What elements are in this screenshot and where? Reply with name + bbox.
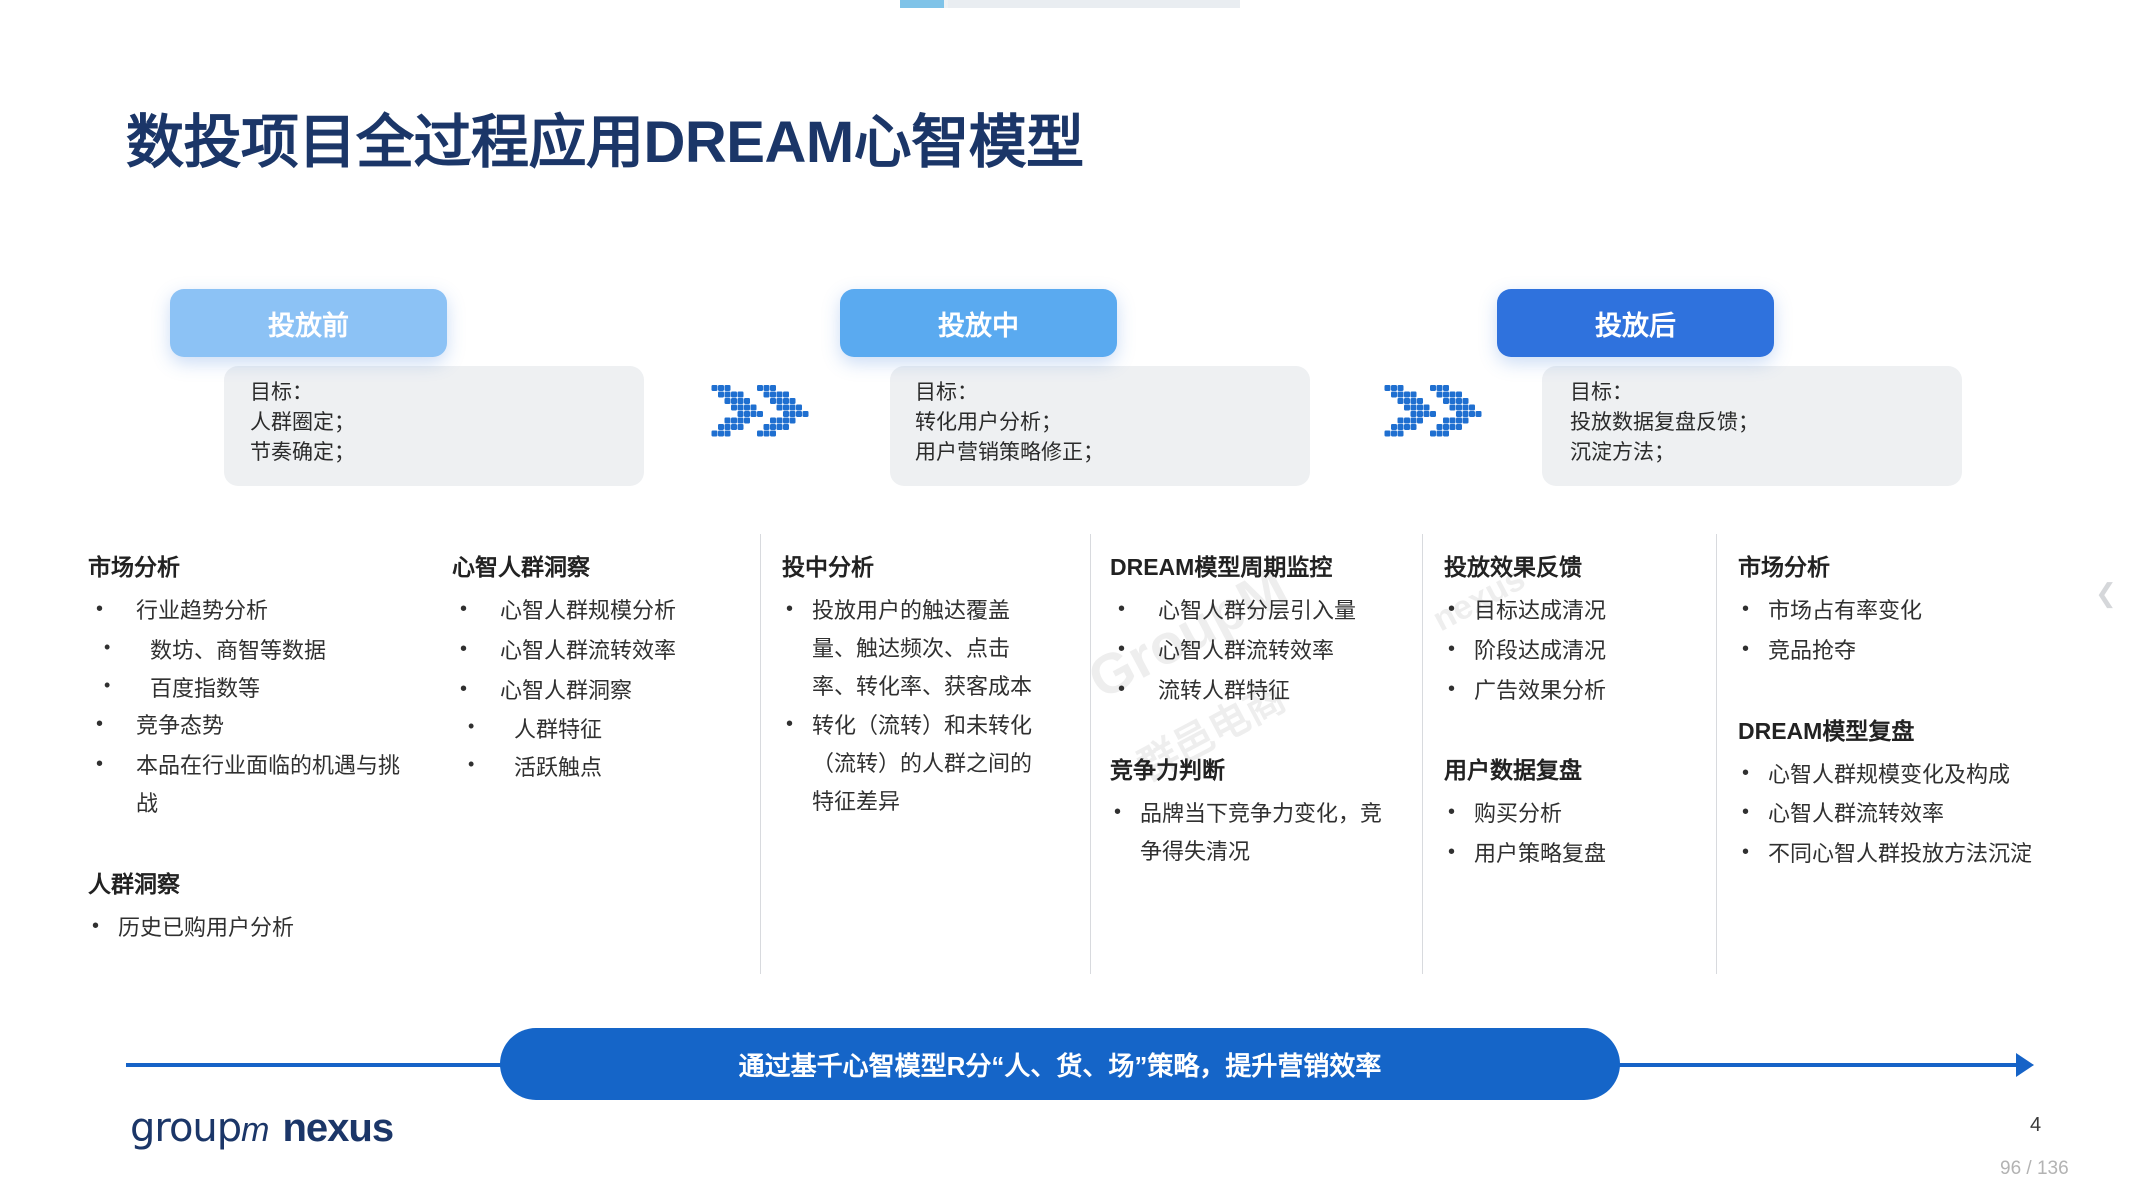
- group-heading: 市场分析: [1738, 554, 1830, 580]
- sub-list-item: 数坊、商智等数据: [88, 632, 418, 670]
- content-column-1: 市场分析行业趋势分析数坊、商智等数据百度指数等竞争态势本品在行业面临的机遇与挑战…: [88, 548, 418, 949]
- stage-goal-during: 目标： 转化用户分析； 用户营销策略修正；: [915, 381, 1104, 464]
- list-item: 不同心智人群投放方法沉淀: [1738, 835, 2058, 873]
- stage-chip-before[interactable]: 投放前: [170, 289, 447, 357]
- bullet-list: 品牌当下竞争力变化，竞争得失清况: [1110, 795, 1400, 871]
- list-item: 行业趋势分析: [88, 592, 418, 630]
- list-item: 本品在行业面临的机遇与挑战: [88, 747, 418, 823]
- summary-banner: 通过基千心智模型R分“人、货、场”策略，提升营销效率: [500, 1028, 1620, 1100]
- group-heading: 人群洞察: [88, 870, 180, 897]
- group-heading: DREAM模型周期监控: [1110, 554, 1333, 580]
- bullet-list: 心智人群规模分析心智人群流转效率心智人群洞察人群特征活跃触点: [452, 592, 732, 787]
- column-divider-2: [1090, 534, 1091, 974]
- content-column-2: 心智人群洞察心智人群规模分析心智人群流转效率心智人群洞察人群特征活跃触点: [452, 548, 732, 787]
- stage-chip-label: 投放前: [268, 310, 349, 341]
- list-item: 投放用户的触达覆盖量、触达频次、点击率、转化率、获客成本: [782, 592, 1052, 705]
- sub-list-item: 活跃触点: [452, 749, 732, 787]
- right-edge-artifact: ❮: [2095, 578, 2117, 608]
- list-item: 品牌当下竞争力变化，竞争得失清况: [1110, 795, 1400, 871]
- list-item: 心智人群规模变化及构成: [1738, 756, 2058, 794]
- content-column-3: 投中分析投放用户的触达覆盖量、触达频次、点击率、转化率、获客成本转化（流转）和未…: [782, 548, 1052, 823]
- content-column-5: 投放效果反馈目标达成清况阶段达成清况广告效果分析用户数据复盘购买分析用户策略复盘: [1444, 548, 1714, 875]
- top-edge-artifact: [900, 0, 1240, 8]
- stage-chip-label: 投放后: [1595, 310, 1676, 341]
- group-heading: 投中分析: [782, 554, 874, 580]
- double-chevron-icon-2: [1384, 385, 1482, 437]
- logo-m-mark: m: [241, 1111, 269, 1149]
- group-heading: 市场分析: [88, 554, 180, 580]
- column-divider-4: [1716, 534, 1717, 974]
- double-chevron-icon-1: [711, 385, 809, 437]
- list-item: 历史已购用户分析: [88, 909, 418, 947]
- logo-groupm-text: group: [130, 1105, 242, 1151]
- stage-chip-label: 投放中: [938, 310, 1019, 341]
- summary-banner-text: 通过基千心智模型R分“人、货、场”策略，提升营销效率: [738, 1050, 1382, 1081]
- bullet-list: 目标达成清况阶段达成清况广告效果分析: [1444, 592, 1714, 709]
- sub-list-item: 人群特征: [452, 711, 732, 749]
- list-item: 竞品抢夺: [1738, 632, 2058, 670]
- column-divider-1: [760, 534, 761, 974]
- column-divider-3: [1422, 534, 1423, 974]
- top-edge-accent: [900, 0, 944, 8]
- list-item: 购买分析: [1444, 795, 1714, 833]
- list-item: 心智人群流转效率: [1738, 795, 2058, 833]
- group-heading: 用户数据复盘: [1444, 757, 1582, 784]
- list-item: 市场占有率变化: [1738, 592, 2058, 630]
- list-item: 阶段达成清况: [1444, 632, 1714, 670]
- stage-chip-after[interactable]: 投放后: [1497, 289, 1774, 357]
- bullet-list: 投放用户的触达覆盖量、触达频次、点击率、转化率、获客成本转化（流转）和未转化（流…: [782, 592, 1052, 821]
- page-counter: 96 / 136: [2000, 1158, 2069, 1179]
- bullet-list: 行业趋势分析数坊、商智等数据百度指数等竞争态势本品在行业面临的机遇与挑战: [88, 592, 418, 823]
- top-edge-bar: [948, 0, 1240, 8]
- list-item: 竞争态势: [88, 707, 418, 745]
- logo-nexus-text: nexus: [282, 1106, 395, 1150]
- bullet-list: 心智人群分层引入量心智人群流转效率流转人群特征: [1110, 592, 1400, 709]
- bullet-list: 市场占有率变化竞品抢夺: [1738, 592, 2058, 670]
- group-heading: 心智人群洞察: [452, 554, 590, 580]
- bullet-list: 历史已购用户分析: [88, 909, 418, 947]
- stage-chip-during[interactable]: 投放中: [840, 289, 1117, 357]
- bullet-list: 购买分析用户策略复盘: [1444, 795, 1714, 873]
- list-item: 心智人群洞察: [452, 672, 732, 710]
- list-item: 心智人群流转效率: [452, 632, 732, 670]
- sub-list-item: 百度指数等: [88, 670, 418, 708]
- stage-panel-3: [1542, 366, 1962, 486]
- list-item: 心智人群分层引入量: [1110, 592, 1400, 630]
- group-heading: DREAM模型复盘: [1738, 717, 1915, 744]
- page-title: 数投项目全过程应用DREAM心智模型: [126, 110, 1084, 175]
- list-item: 流转人群特征: [1110, 672, 1400, 710]
- content-column-4: DREAM模型周期监控心智人群分层引入量心智人群流转效率流转人群特征竞争力判断品…: [1110, 548, 1400, 873]
- bullet-list: 心智人群规模变化及构成心智人群流转效率不同心智人群投放方法沉淀: [1738, 756, 2058, 873]
- list-item: 目标达成清况: [1444, 592, 1714, 630]
- group-heading: 投放效果反馈: [1444, 554, 1582, 580]
- list-item: 心智人群流转效率: [1110, 632, 1400, 670]
- group-heading: 竞争力判断: [1110, 757, 1225, 784]
- list-item: 广告效果分析: [1444, 672, 1714, 710]
- sub-bullet-list: 人群特征活跃触点: [452, 711, 732, 787]
- stage-panel-1: [224, 366, 644, 486]
- stage-panel-2: [890, 366, 1310, 486]
- sub-bullet-list: 数坊、商智等数据百度指数等: [88, 632, 418, 708]
- list-item: 转化（流转）和未转化（流转）的人群之间的特征差异: [782, 707, 1052, 820]
- stage-goal-before: 目标： 人群圈定； 节奏确定；: [250, 381, 355, 464]
- process-arrow-head: [2016, 1053, 2034, 1077]
- content-column-6: 市场分析市场占有率变化竞品抢夺 DREAM模型复盘心智人群规模变化及构成心智人群流…: [1738, 548, 2058, 875]
- stage-goal-after: 目标： 投放数据复盘反馈； 沉淀方法；: [1570, 381, 1759, 464]
- list-item: 心智人群规模分析: [452, 592, 732, 630]
- list-item: 用户策略复盘: [1444, 835, 1714, 873]
- page-number: 4: [2030, 1114, 2042, 1136]
